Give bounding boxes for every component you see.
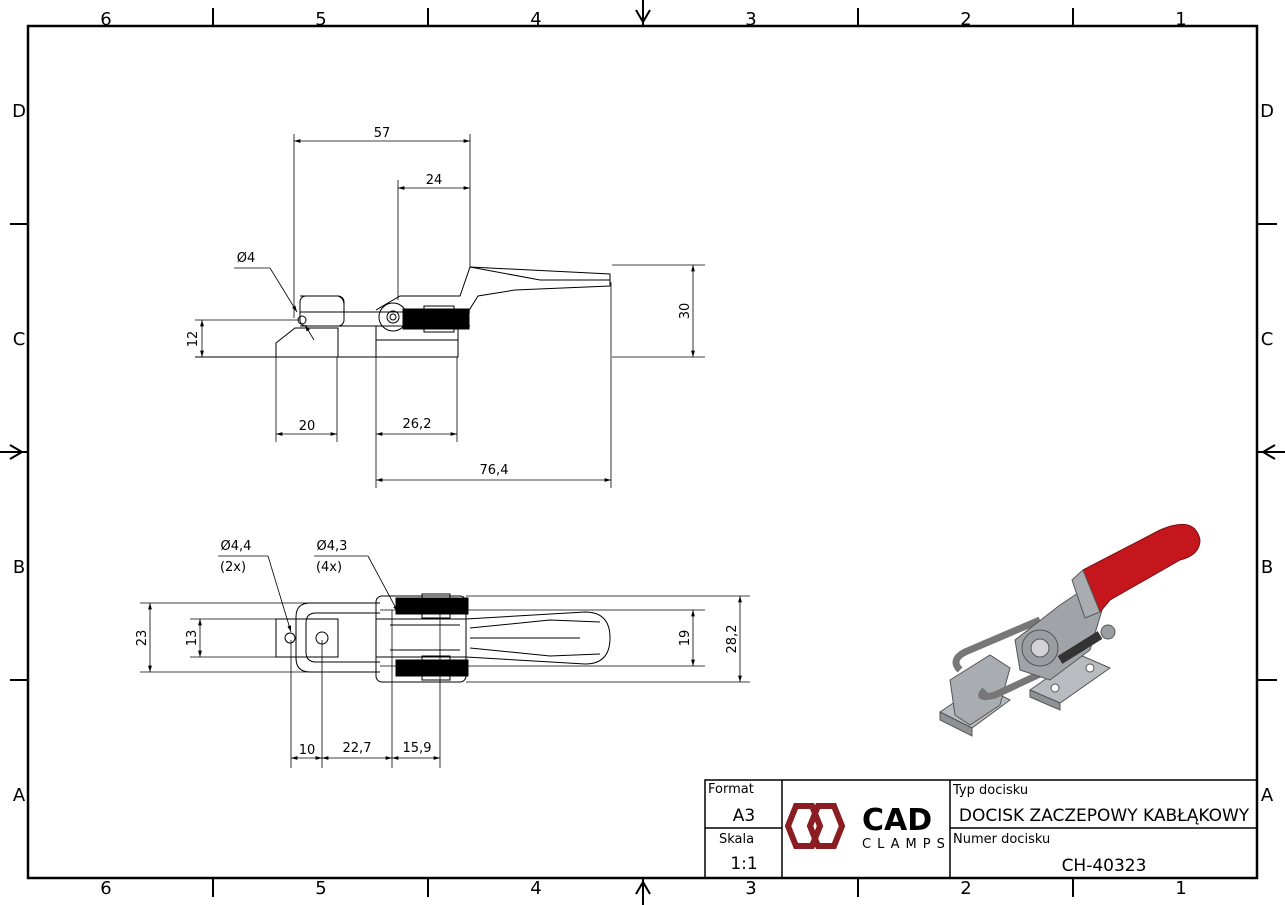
side-view-dimensions bbox=[195, 134, 705, 488]
zone-col-5-bottom: 5 bbox=[315, 878, 326, 899]
number-label: Numer docisku bbox=[953, 832, 1050, 847]
zone-row-a-left: A bbox=[13, 785, 26, 806]
zone-col-3-top: 3 bbox=[745, 9, 756, 30]
top-view bbox=[275, 593, 611, 683]
zone-col-2-bottom: 2 bbox=[960, 878, 971, 899]
zone-row-c-right: C bbox=[1261, 329, 1274, 350]
dim-22-7: 22,7 bbox=[343, 741, 372, 756]
scale-value: 1:1 bbox=[730, 854, 757, 874]
zone-col-5-top: 5 bbox=[315, 9, 326, 30]
dim-qty-4x: (4x) bbox=[316, 560, 342, 575]
zone-col-6-top: 6 bbox=[100, 9, 111, 30]
zone-row-a-right: A bbox=[1261, 785, 1274, 806]
logo-cad-text: CAD bbox=[862, 803, 932, 838]
dim-dia-4: Ø4 bbox=[237, 251, 256, 266]
dim-28-2: 28,2 bbox=[725, 625, 740, 654]
dim-30: 30 bbox=[678, 303, 693, 320]
dim-19: 19 bbox=[678, 630, 693, 647]
zone-col-6-bottom: 6 bbox=[100, 878, 111, 899]
zone-row-c-left: C bbox=[13, 329, 26, 350]
type-value: DOCISK ZACZEPOWY KABŁĄKOWY bbox=[959, 806, 1250, 826]
top-view-dimensions bbox=[140, 555, 750, 768]
type-label: Typ docisku bbox=[952, 783, 1028, 798]
zone-row-b-right: B bbox=[1261, 557, 1273, 578]
drawing-frame bbox=[26, 24, 1259, 880]
zone-row-d-left: D bbox=[12, 101, 26, 122]
dim-26-2: 26,2 bbox=[403, 417, 432, 432]
isometric-render bbox=[939, 523, 1201, 737]
zone-col-1-bottom: 1 bbox=[1175, 878, 1186, 899]
title-block bbox=[704, 779, 1258, 879]
format-label: Format bbox=[708, 782, 754, 797]
scale-label: Skala bbox=[719, 832, 754, 847]
zone-row-d-right: D bbox=[1260, 101, 1274, 122]
dim-76-4: 76,4 bbox=[480, 463, 509, 478]
zone-col-4-bottom: 4 bbox=[530, 878, 541, 899]
logo-clamps-text: CLAMPS bbox=[862, 837, 951, 852]
dim-dia-4-4: Ø4,4 bbox=[221, 539, 252, 554]
zone-col-3-bottom: 3 bbox=[745, 878, 756, 899]
zone-col-2-top: 2 bbox=[960, 9, 971, 30]
dim-57: 57 bbox=[374, 126, 391, 141]
number-value: CH-40323 bbox=[1062, 856, 1147, 876]
dim-15-9: 15,9 bbox=[403, 741, 432, 756]
dim-13: 13 bbox=[185, 630, 200, 647]
dim-12: 12 bbox=[186, 331, 201, 348]
cad-clamps-logo: CAD CLAMPS bbox=[784, 803, 951, 852]
dim-20: 20 bbox=[299, 419, 316, 434]
zone-ticks bbox=[10, 8, 1277, 897]
logo-mark-icon bbox=[784, 803, 846, 849]
zone-col-1-top: 1 bbox=[1175, 9, 1186, 30]
dim-23: 23 bbox=[135, 630, 150, 647]
dim-qty-2x: (2x) bbox=[220, 560, 246, 575]
zone-col-4-top: 4 bbox=[530, 9, 541, 30]
dim-dia-4-3: Ø4,3 bbox=[317, 539, 348, 554]
dim-10: 10 bbox=[299, 743, 316, 758]
zone-row-b-left: B bbox=[13, 557, 25, 578]
dim-24: 24 bbox=[426, 173, 443, 188]
format-value: A3 bbox=[733, 806, 755, 826]
side-view bbox=[195, 266, 611, 358]
